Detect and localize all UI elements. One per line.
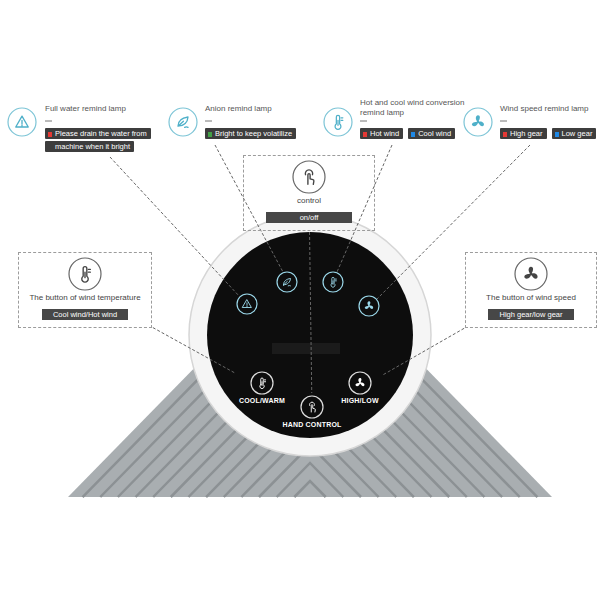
icon-ring (169, 108, 197, 136)
function-bar: Cool wind/Hot wind (42, 309, 128, 320)
chip-text: Please drain the water from machine when… (45, 128, 151, 152)
icon-ring (69, 258, 101, 290)
panel-buttons (251, 372, 371, 418)
temp-lamp-icon (331, 277, 336, 287)
leader-line (382, 328, 464, 375)
anion-lamp (277, 272, 297, 292)
title-dash (500, 121, 507, 122)
button-label: HIGH/LOW (341, 396, 378, 405)
callout-text: The button of wind temperature (25, 293, 145, 303)
leader-line (153, 328, 235, 374)
speed-button (349, 372, 371, 394)
callout-title: Full water remind lamp (45, 104, 170, 114)
temp-button-icon (260, 378, 266, 389)
icon-ring (293, 161, 325, 193)
speed-lamp (359, 296, 379, 316)
chip-text: High gear (500, 128, 547, 139)
title-dashes (45, 121, 507, 122)
icon-ring (8, 108, 36, 136)
leader-line (215, 145, 283, 272)
callout-title: Hot and cool wind conversion remind lamp (360, 98, 465, 118)
control-panel (207, 232, 413, 438)
speed-lamp-icon (364, 301, 374, 309)
icon-ring (324, 108, 352, 136)
chip-text: Bright to keep volatilize (205, 128, 296, 139)
button-label: COOL/WARM (239, 396, 285, 405)
chip-text: Low gear (552, 128, 597, 139)
leader-line (337, 145, 392, 272)
thermo-icon (335, 115, 343, 129)
hand-icon (305, 170, 314, 184)
callout-text: The button of wind speed (472, 293, 590, 303)
status-chip: High gear (500, 127, 547, 140)
box-icons (69, 161, 547, 290)
power-button-icon (310, 402, 316, 412)
anion-icon (178, 117, 188, 127)
status-chip: Low gear (552, 127, 597, 140)
title-dash (205, 121, 212, 122)
fan-icon (471, 115, 485, 127)
function-bar: High gear/low gear (488, 309, 574, 320)
warning-icon (16, 116, 29, 127)
icon-ring (515, 258, 547, 290)
callout-title: Anion remind lamp (205, 104, 315, 114)
status-chip: Bright to keep volatilize (205, 127, 325, 140)
icon-ring (464, 108, 492, 136)
leader-line (377, 145, 530, 299)
panel-lamps (237, 272, 379, 316)
status-chip: Hot wind (360, 127, 403, 140)
callout-title: Wind speed remind lamp (500, 104, 598, 114)
chip-text: Cool wind (408, 128, 455, 139)
panel-button: HIGH/LOW (339, 371, 380, 405)
lamp-leaders (110, 145, 530, 299)
title-dash (45, 121, 52, 122)
status-chip: Please drain the water from machine when… (45, 127, 165, 153)
button-label: HAND CONTROL (282, 420, 341, 429)
temp-lamp (323, 272, 343, 292)
function-bar: on/off (266, 212, 352, 223)
fan-icon (524, 267, 539, 280)
callout-box: control on/off (243, 155, 375, 231)
panel-button: COOL/WARM (237, 371, 287, 405)
leader-line (310, 232, 312, 393)
chip-text: Hot wind (360, 128, 403, 139)
display-window (272, 343, 340, 354)
leader-line (110, 157, 240, 297)
power-button (301, 396, 323, 418)
panel-collar (189, 214, 431, 456)
temp-button (251, 372, 273, 394)
status-chip: Cool wind (408, 127, 455, 140)
speed-button-icon (355, 378, 365, 387)
water-lamp-icon (243, 300, 252, 308)
thermo-icon (82, 267, 91, 282)
anion-lamp-icon (284, 279, 291, 286)
connectors (153, 232, 464, 393)
callout-text: control (250, 196, 368, 206)
panel-button: HAND CONTROL (280, 395, 343, 429)
title-dash (360, 121, 367, 122)
callout-box: The button of wind speedHigh gear/low ge… (465, 252, 597, 328)
callout-box: The button of wind temperatureCool wind/… (18, 252, 152, 328)
